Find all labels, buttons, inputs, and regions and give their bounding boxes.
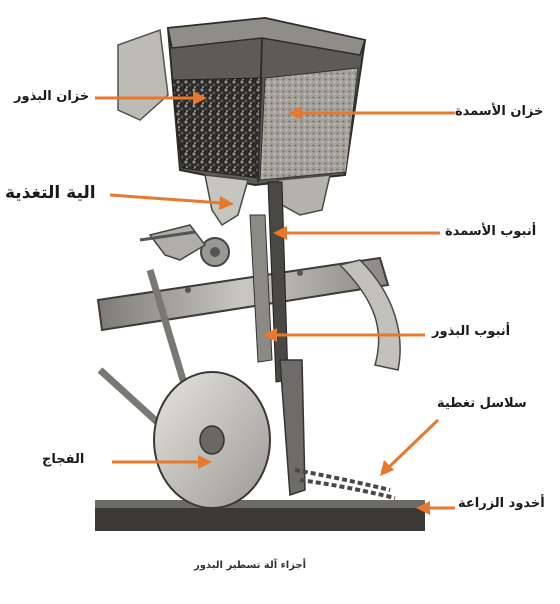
covering-chains [295, 470, 395, 498]
figure-caption: أجزاء آلة تسطير البذور [150, 560, 350, 571]
furrow-opener-disc [154, 372, 270, 508]
label-seed-hopper: خزان البذور [14, 89, 89, 104]
side-plate [118, 30, 168, 120]
arrow-feed-mechanism [110, 195, 222, 203]
label-fertilizer-tube: أنبوب الأسمدة [445, 224, 536, 239]
label-fertilizer-hopper: خزان الأسمدة [455, 104, 543, 119]
label-seed-tube: أنبوب البذور [432, 324, 510, 339]
label-covering-chains: سلاسل تغطية [437, 396, 527, 411]
label-feed-mechanism: الية التغذية [5, 183, 96, 203]
label-furrow-opener: الفجاج [42, 452, 84, 467]
seed-hopper-contents [172, 78, 262, 178]
gear-linkage [140, 225, 229, 266]
arrow-covering-chains [388, 420, 438, 468]
fertilizer-hopper-contents [260, 68, 358, 180]
shank [280, 360, 305, 495]
fertilizer-outlet [278, 175, 330, 215]
ground [95, 500, 425, 531]
label-planting-furrow: أخدود الزراعة [458, 496, 545, 511]
